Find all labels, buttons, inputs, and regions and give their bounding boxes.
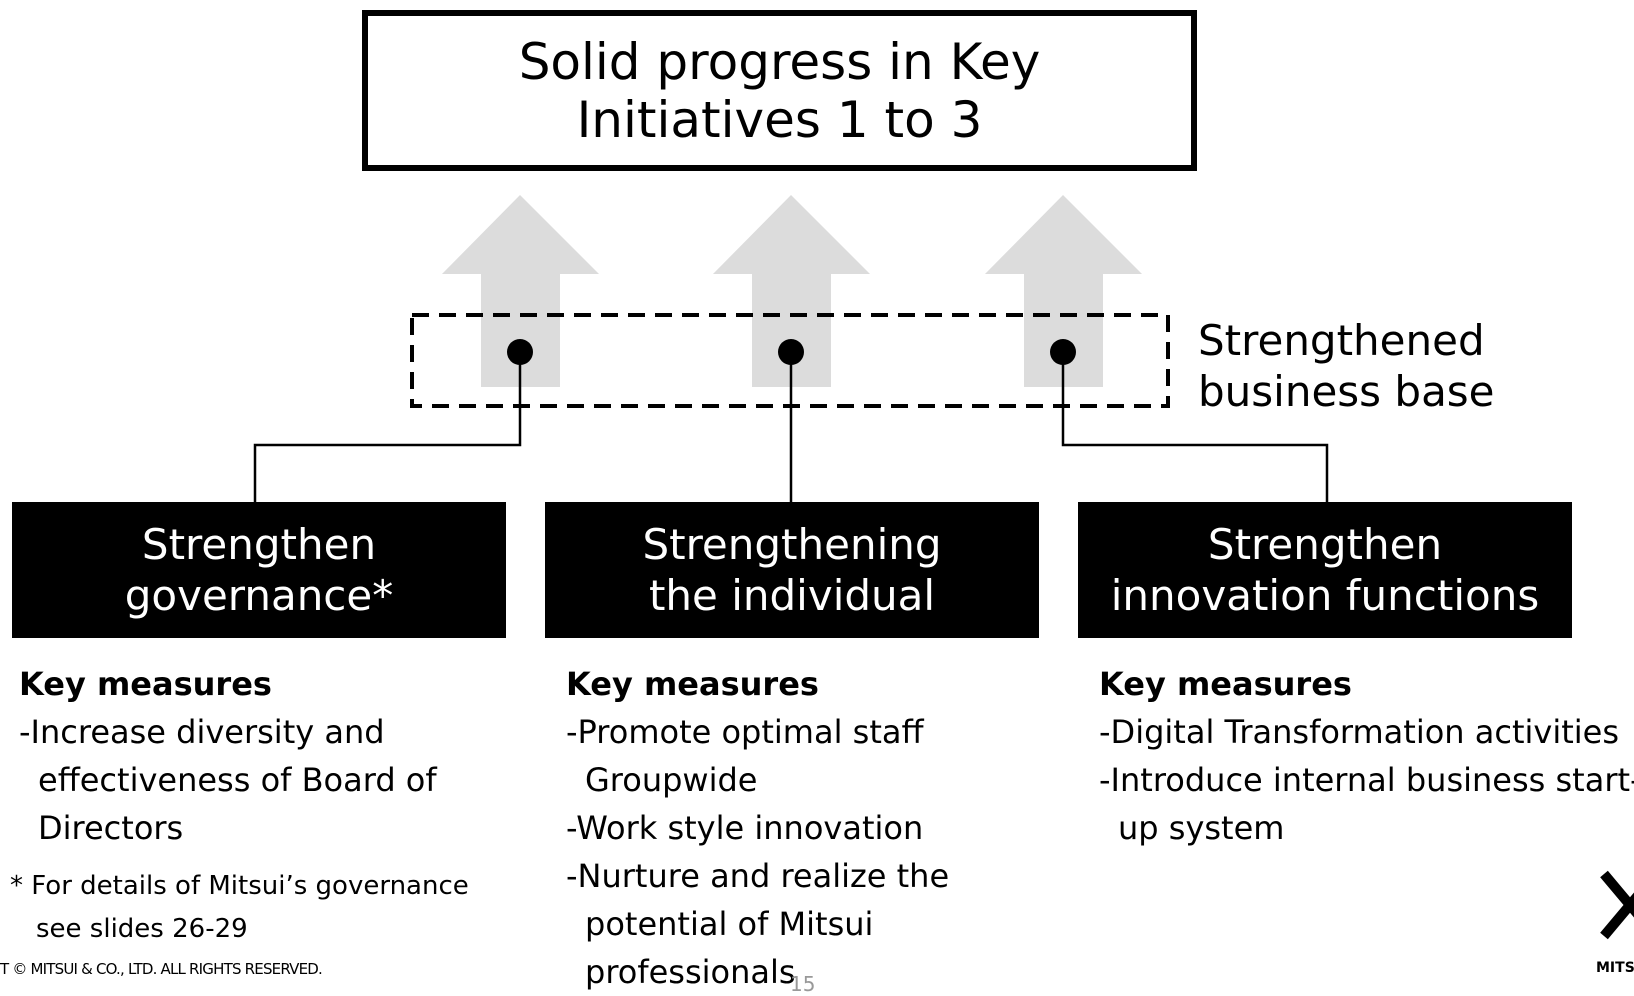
measures-heading: Key measures xyxy=(19,665,272,703)
title-box: Solid progress in Key Initiatives 1 to 3 xyxy=(362,10,1197,171)
measures-heading: Key measures xyxy=(1099,665,1352,703)
connector-dot-1 xyxy=(507,339,533,365)
measures-governance: Key measures -Increase diversity and eff… xyxy=(19,660,499,852)
pillar-innovation: Strengthen innovation functions xyxy=(1078,502,1572,638)
connector-dot-2 xyxy=(778,339,804,365)
measures-innovation: Key measures -Digital Transformation act… xyxy=(1099,660,1634,852)
connector-line-1 xyxy=(253,352,522,502)
connector-dot-3 xyxy=(1050,339,1076,365)
pillar-individual: Strengthening the individual xyxy=(545,502,1039,638)
arrow-up-2 xyxy=(713,195,870,387)
measure-item: -Increase diversity and effectiveness of… xyxy=(19,713,437,847)
pillar-governance: Strengthen governance* xyxy=(12,502,506,638)
logo-text: MITS xyxy=(1596,960,1634,976)
measure-item: -Promote optimal staff Groupwide xyxy=(566,713,924,799)
governance-footnote: * For details of Mitsui’s governance see… xyxy=(10,871,469,944)
measure-item: -Work style innovation xyxy=(566,809,924,847)
pillar-label: Strengthen innovation functions xyxy=(1110,520,1540,620)
business-base-label: Strengthened business base xyxy=(1198,316,1495,416)
pillar-label: Strengthening the individual xyxy=(642,520,942,620)
mitsui-logo: MITS xyxy=(1592,860,1634,984)
title-text: Solid progress in Key Initiatives 1 to 3 xyxy=(518,32,1041,149)
copyright-text: T © MITSUI & CO., LTD. ALL RIGHTS RESERV… xyxy=(0,960,323,978)
measure-item: -Introduce internal business start-up sy… xyxy=(1099,761,1634,847)
logo-cross-icon: MITS xyxy=(1596,870,1634,976)
pillar-label: Strengthen governance* xyxy=(124,520,394,620)
page-number: 15 xyxy=(790,972,816,996)
measure-item: -Nurture and realize the potential of Mi… xyxy=(566,857,950,991)
arrow-up-3 xyxy=(985,195,1142,387)
measures-heading: Key measures xyxy=(566,665,819,703)
measures-individual: Key measures -Promote optimal staff Grou… xyxy=(566,660,986,996)
measure-item: -Digital Transformation activities xyxy=(1099,713,1620,751)
connector-line-3 xyxy=(1061,352,1329,502)
arrow-up-1 xyxy=(442,195,599,387)
